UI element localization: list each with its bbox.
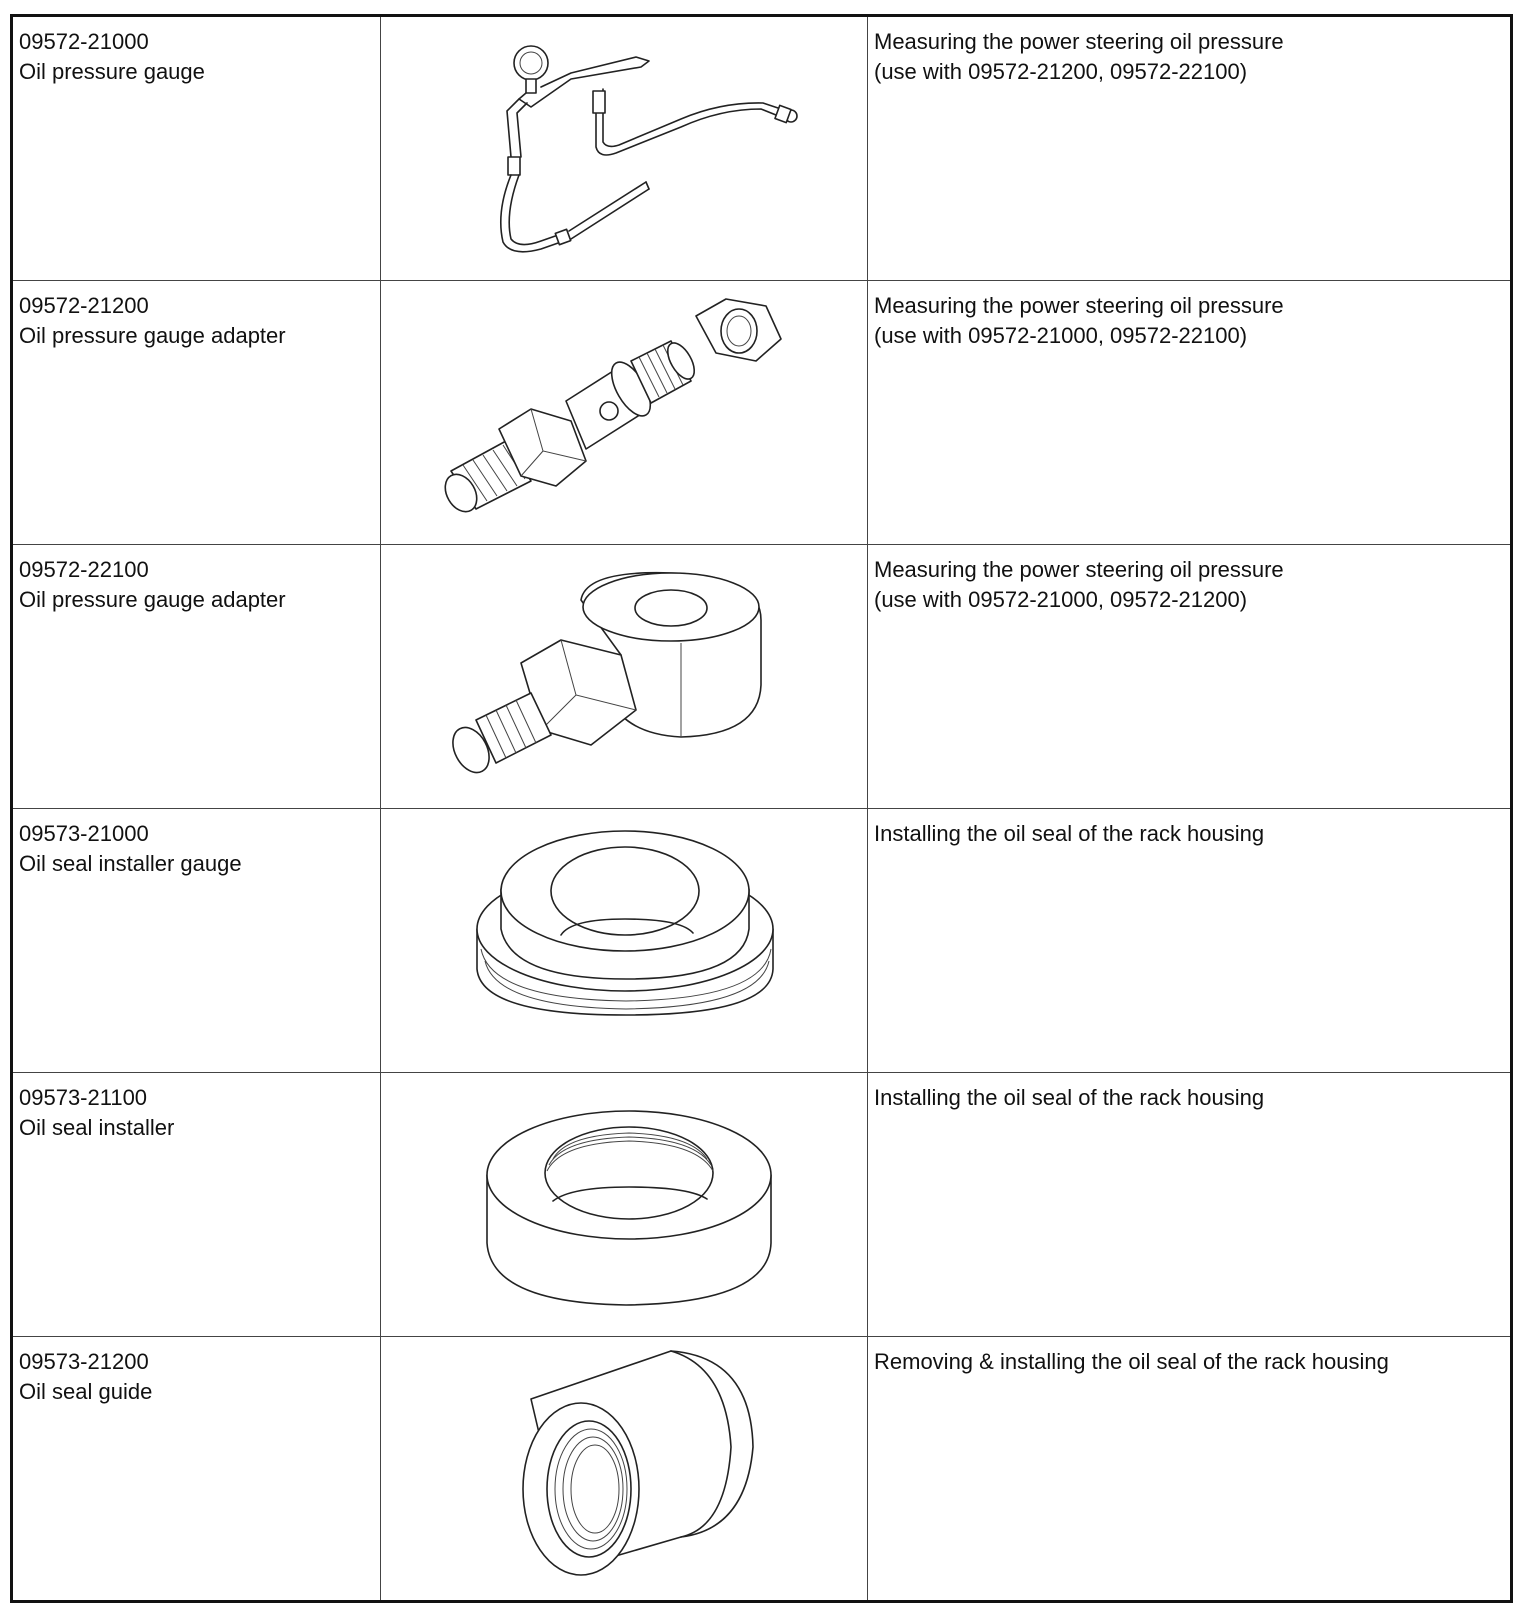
description-line: (use with 09572-21000, 09572-22100)	[874, 323, 1248, 348]
description-line: Measuring the power steering oil pressur…	[874, 29, 1284, 54]
part-number: 09573-21200	[19, 1349, 149, 1374]
tool-id-cell: 09572-21200 Oil pressure gauge adapter	[11, 280, 381, 545]
description-cell: Measuring the power steering oil pressur…	[867, 15, 1512, 281]
description-line: Installing the oil seal of the rack hous…	[874, 1085, 1265, 1110]
illustration-cell	[380, 280, 868, 545]
description-line: Measuring the power steering oil pressur…	[874, 293, 1284, 318]
table-row: 09573-21000 Oil seal installer gauge	[11, 808, 1512, 1073]
threaded-ring-icon	[486, 1110, 772, 1306]
tool-id-cell: 09573-21000 Oil seal installer gauge	[11, 808, 381, 1073]
description-cell: Removing & installing the oil seal of th…	[867, 1336, 1512, 1602]
illustration-cell	[380, 15, 868, 281]
description-line: (use with 09572-21000, 09572-21200)	[874, 587, 1248, 612]
table-row: 09572-21200 Oil pressure gauge adapter	[11, 280, 1512, 545]
table-row: 09572-22100 Oil pressure gauge adapter	[11, 544, 1512, 809]
tool-id-cell: 09572-21000 Oil pressure gauge	[11, 15, 381, 281]
tool-id-cell: 09573-21100 Oil seal installer	[11, 1072, 381, 1337]
tool-name: Oil seal installer	[19, 1115, 175, 1140]
table-row: 09573-21200 Oil seal guide Removing & i	[11, 1336, 1512, 1602]
part-number: 09572-21200	[19, 293, 149, 318]
tool-name: Oil seal installer gauge	[19, 851, 242, 876]
description-line: Installing the oil seal of the rack hous…	[874, 821, 1265, 846]
illustration-cell	[380, 808, 868, 1073]
illustration-cell	[380, 1336, 868, 1602]
tool-name: Oil pressure gauge adapter	[19, 323, 286, 348]
tool-id-cell: 09572-22100 Oil pressure gauge adapter	[11, 544, 381, 809]
description-cell: Installing the oil seal of the rack hous…	[867, 808, 1512, 1073]
description-line: Measuring the power steering oil pressur…	[874, 557, 1284, 582]
description-cell: Installing the oil seal of the rack hous…	[867, 1072, 1512, 1337]
tool-name: Oil seal guide	[19, 1379, 153, 1404]
part-number: 09573-21100	[19, 1085, 148, 1110]
illustration-cell	[380, 544, 868, 809]
description-line: (use with 09572-21200, 09572-22100)	[874, 59, 1248, 84]
part-number: 09572-21000	[19, 29, 149, 54]
tool-name: Oil pressure gauge adapter	[19, 587, 286, 612]
stepped-ring-icon	[476, 830, 774, 1016]
part-number: 09573-21000	[19, 821, 149, 846]
seal-guide-sleeve-icon	[522, 1350, 754, 1576]
tool-name: Oil pressure gauge	[19, 59, 205, 84]
tool-id-cell: 09573-21200 Oil seal guide	[11, 1336, 381, 1602]
description-line: Removing & installing the oil seal of th…	[874, 1349, 1389, 1374]
banjo-adapter-icon	[452, 571, 762, 774]
description-cell: Measuring the power steering oil pressur…	[867, 544, 1512, 809]
description-cell: Measuring the power steering oil pressur…	[867, 280, 1512, 545]
gauge-adapter-fitting-icon	[444, 298, 782, 513]
part-number: 09572-22100	[19, 557, 149, 582]
table-row: 09573-21100 Oil seal installer Installin…	[11, 1072, 1512, 1337]
illustration-cell	[380, 1072, 868, 1337]
special-tools-table: 09572-21000 Oil pressure gauge	[10, 14, 1513, 1603]
oil-pressure-gauge-icon	[499, 45, 798, 253]
table-row: 09572-21000 Oil pressure gauge	[11, 15, 1512, 281]
